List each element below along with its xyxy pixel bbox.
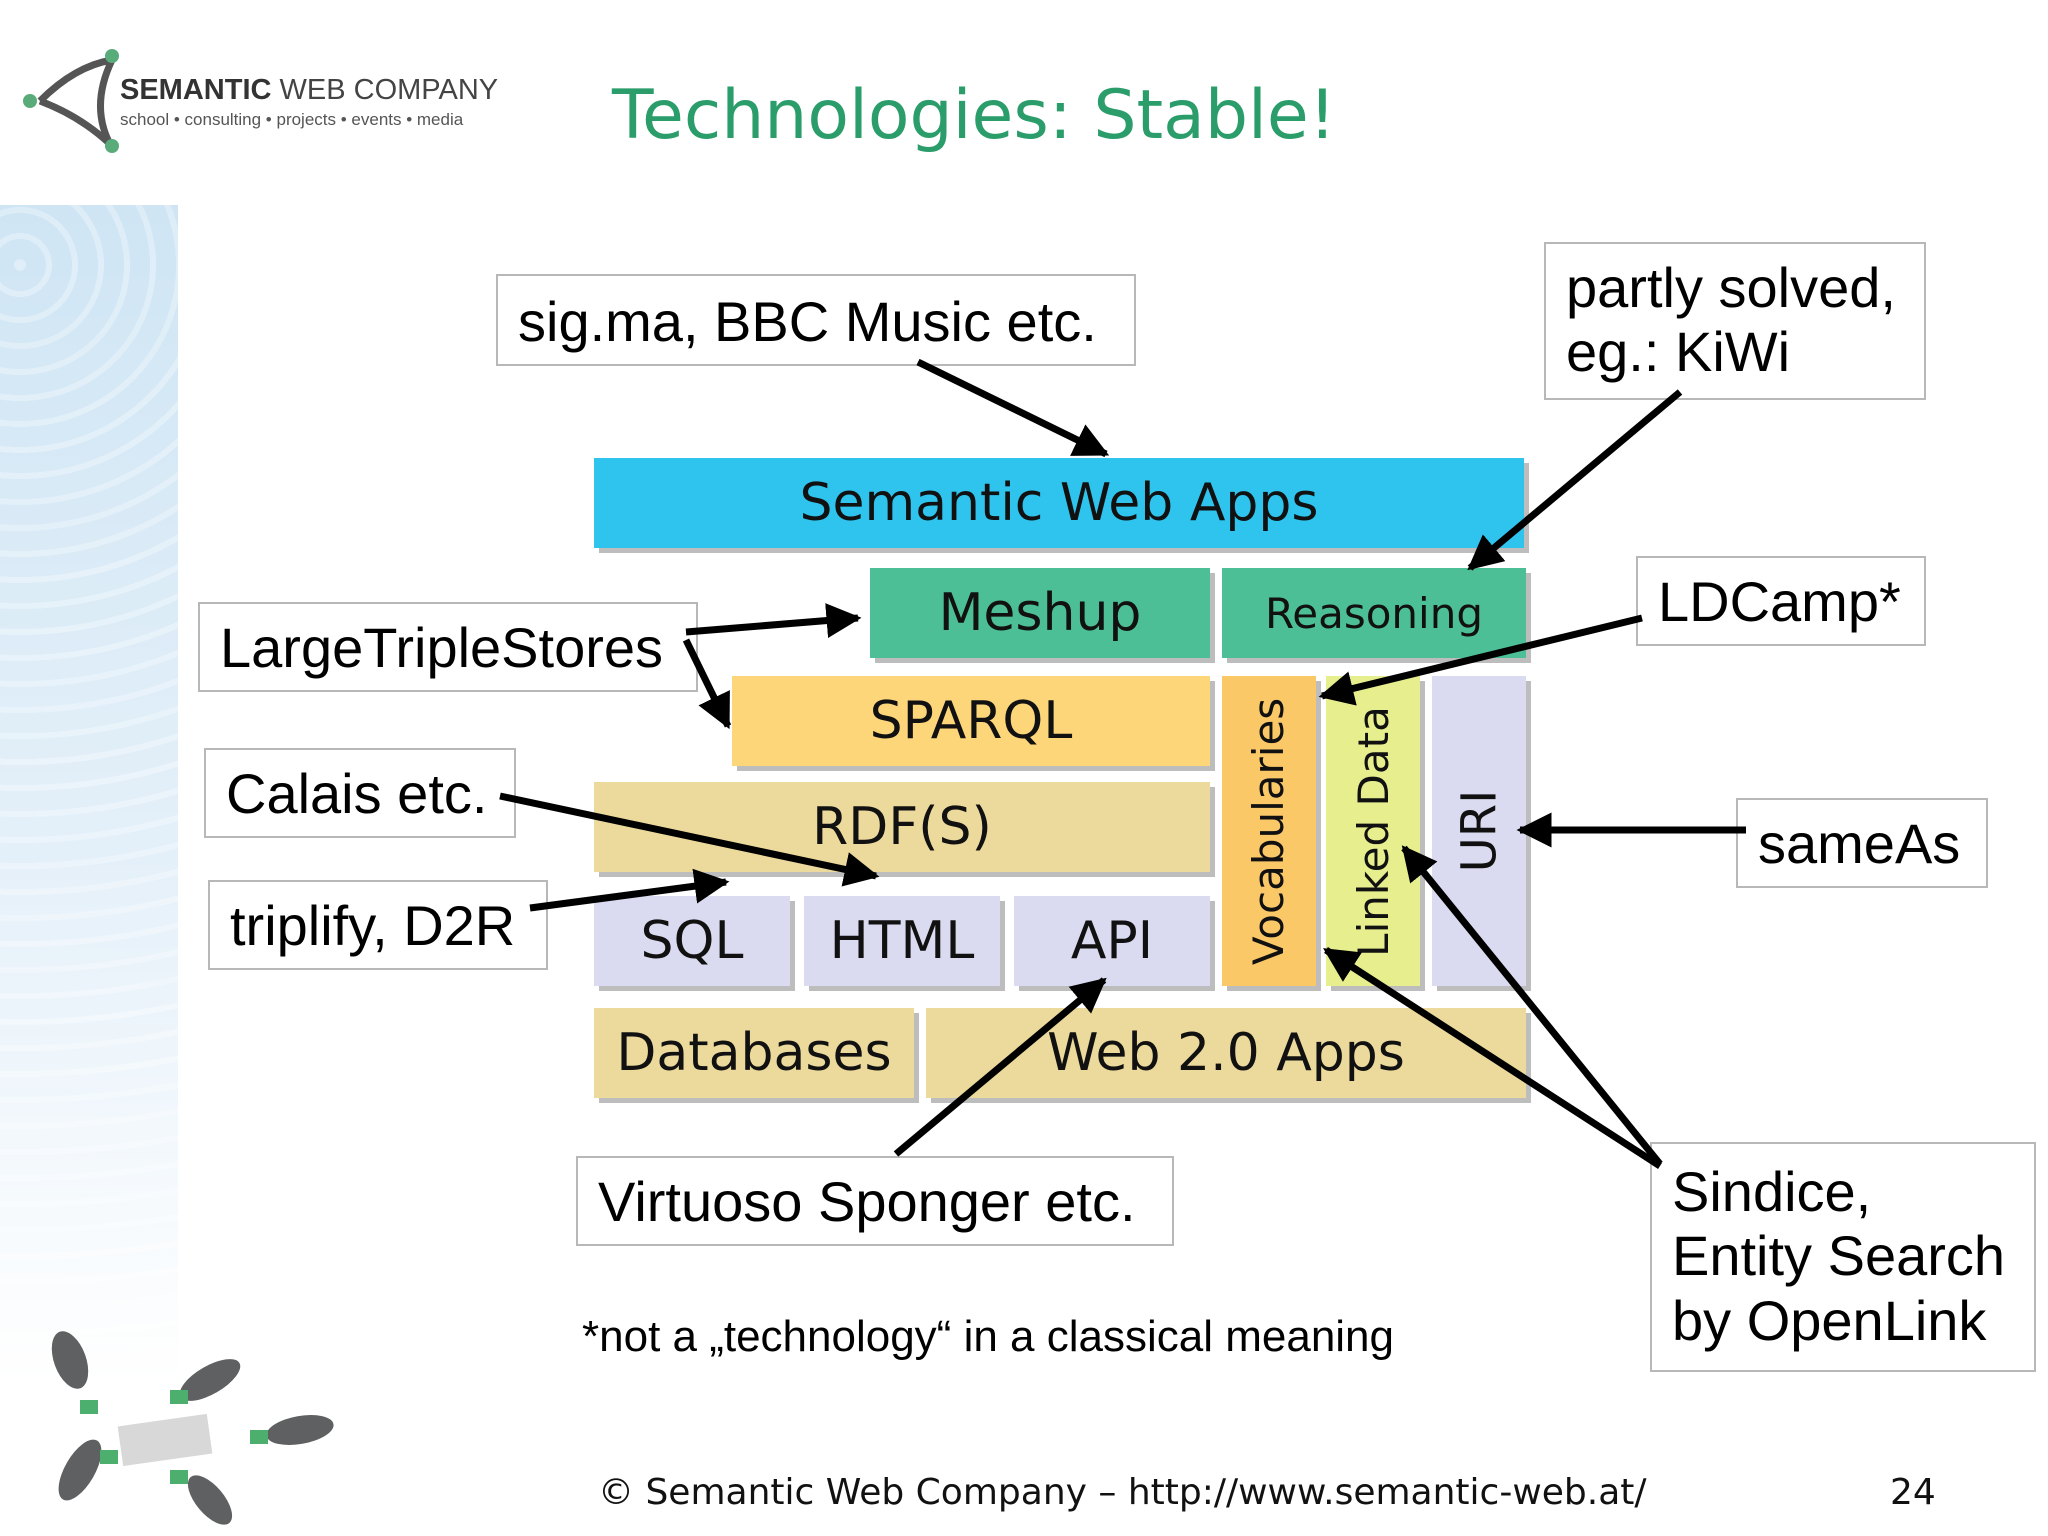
- company-logo: SEMANTIC WEB COMPANY school • consulting…: [20, 46, 498, 166]
- layer-label: Linked Data: [1348, 705, 1398, 957]
- callout-partly-solved: partly solved, eg.: KiWi: [1544, 242, 1926, 400]
- logo-mark-icon: [23, 49, 119, 153]
- layer-sparql: SPARQL: [732, 676, 1210, 766]
- slide-title: Technologies: Stable!: [612, 76, 1336, 155]
- callout-sindice: Sindice, Entity Search by OpenLink: [1650, 1142, 2036, 1372]
- layer-label: API: [1070, 911, 1154, 971]
- layer-label: SPARQL: [869, 691, 1073, 751]
- callout-virtuoso: Virtuoso Sponger etc.: [576, 1156, 1174, 1246]
- logo-tagline: school • consulting • projects • events …: [120, 110, 464, 129]
- footer-copyright: © Semantic Web Company – http://www.sema…: [598, 1472, 1647, 1513]
- layer-label: Vocabularies: [1244, 697, 1294, 965]
- callout-triplify: triplify, D2R: [208, 880, 548, 970]
- callout-ldcamp: LDCamp*: [1636, 556, 1926, 646]
- layer-web20-apps: Web 2.0 Apps: [926, 1008, 1526, 1098]
- layer-rdfs: RDF(S): [594, 782, 1210, 872]
- decorative-sidebar: [0, 205, 178, 1385]
- callout-largetriplestores: LargeTripleStores: [198, 602, 698, 692]
- layer-label: SQL: [640, 911, 744, 971]
- layer-api: API: [1014, 896, 1210, 986]
- layer-label: URI: [1450, 789, 1507, 873]
- layer-label: Databases: [616, 1023, 892, 1083]
- layer-linked-data: Linked Data: [1326, 676, 1420, 986]
- layer-sql: SQL: [594, 896, 790, 986]
- puzzle-people-illustration: [51, 1331, 334, 1525]
- layer-label: Semantic Web Apps: [799, 473, 1319, 533]
- logo-name: SEMANTIC WEB COMPANY: [120, 74, 499, 106]
- callout-calais: Calais etc.: [204, 748, 516, 838]
- page-number: 24: [1890, 1472, 1936, 1513]
- layer-uri: URI: [1432, 676, 1526, 986]
- layer-databases: Databases: [594, 1008, 914, 1098]
- callout-sigma: sig.ma, BBC Music etc.: [496, 274, 1136, 366]
- layer-meshup: Meshup: [870, 568, 1210, 658]
- layer-reasoning: Reasoning: [1222, 568, 1526, 658]
- arrow-largetriple-meshup: [685, 603, 862, 638]
- layer-label: Reasoning: [1264, 588, 1484, 638]
- arrow-sigma: [916, 358, 1110, 458]
- layer-vocabularies: Vocabularies: [1222, 676, 1316, 986]
- layer-html: HTML: [804, 896, 1000, 986]
- callout-sameas: sameAs: [1736, 798, 1988, 888]
- layer-label: Web 2.0 Apps: [1047, 1023, 1405, 1083]
- layer-label: Meshup: [938, 583, 1142, 643]
- layer-semantic-web-apps: Semantic Web Apps: [594, 458, 1524, 548]
- layer-label: RDF(S): [812, 797, 992, 857]
- layer-label: HTML: [829, 911, 975, 971]
- footnote: *not a „technology“ in a classical meani…: [582, 1312, 1395, 1361]
